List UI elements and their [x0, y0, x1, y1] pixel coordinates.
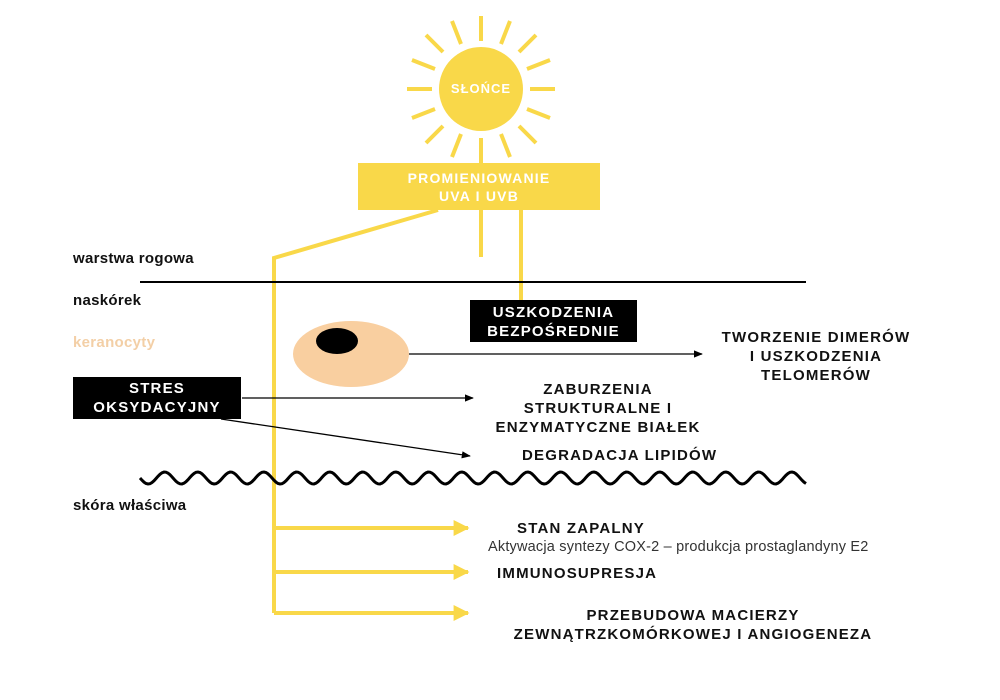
effect-immunosuppression: IMMUNOSUPRESJA [497, 565, 658, 582]
effect-proteins: ZABURZENIA STRUKTURALNE I ENZYMATYCZNE B… [478, 380, 718, 437]
keratinocyte-cell [293, 321, 409, 387]
effect-dimers-line3: TELOMERÓW [761, 367, 871, 384]
direct-damage-line2: BEZPOŚREDNIE [487, 323, 620, 340]
sun-label: SŁOŃCE [450, 81, 512, 96]
effect-lipids: DEGRADACJA LIPIDÓW [522, 447, 718, 464]
layer-label-stratum-corneum: warstwa rogowa [73, 250, 194, 267]
direct-damage-box: USZKODZENIA BEZPOŚREDNIE [470, 300, 637, 342]
layer-label-keratinocytes: keranocyty [73, 334, 156, 351]
effect-ecm: PRZEBUDOWA MACIERZY ZEWNĄTRZKOMÓRKOWEJ I… [478, 606, 908, 644]
layer-label-dermis: skóra właściwa [73, 497, 187, 514]
dermo-epidermal-junction [138, 470, 807, 486]
radiation-box: PROMIENIOWANIE UVA I UVB [358, 163, 600, 210]
oxidative-stress-line2: OKSYDACYJNY [93, 399, 221, 416]
sun-icon [407, 16, 555, 163]
dermis-arrows [274, 520, 470, 621]
effect-inflammation-subtitle: Aktywacja syntezy COX-2 – produkcja pros… [488, 539, 869, 555]
effect-ecm-line2: ZEWNĄTRZKOMÓRKOWEJ I ANGIOGENEZA [513, 626, 873, 643]
arrow-stress-to-lipids [220, 418, 471, 459]
radiation-lines [272, 208, 523, 613]
direct-damage-line1: USZKODZENIA [492, 304, 615, 321]
cell-nucleus [316, 328, 358, 354]
effect-dimers-line1: TWORZENIE DIMERÓW [721, 329, 911, 346]
effect-inflammation-title: STAN ZAPALNY [517, 520, 646, 537]
effect-dimers-line2: I USZKODZENIA [749, 348, 883, 365]
oxidative-stress-box: STRES OKSYDACYJNY [73, 377, 241, 419]
black-arrows [220, 350, 703, 459]
cell-body [293, 321, 409, 387]
effect-ecm-line1: PRZEBUDOWA MACIERZY [586, 607, 800, 624]
effect-proteins-line1: ZABURZENIA [543, 381, 653, 398]
sun-rays [407, 16, 555, 163]
sun-disc [439, 47, 523, 131]
main-radiation-line [272, 208, 439, 613]
effect-proteins-line3: ENZYMATYCZNE BIAŁEK [495, 419, 701, 436]
effect-proteins-line2: STRUKTURALNE I [523, 400, 673, 417]
oxidative-stress-line1: STRES [128, 380, 185, 397]
radiation-label-line1: PROMIENIOWANIE [407, 170, 551, 186]
radiation-label-line2: UVA I UVB [438, 188, 520, 204]
effect-dimers: TWORZENIE DIMERÓW I USZKODZENIA TELOMERÓ… [700, 328, 932, 385]
layer-label-epidermis: naskórek [73, 292, 142, 309]
